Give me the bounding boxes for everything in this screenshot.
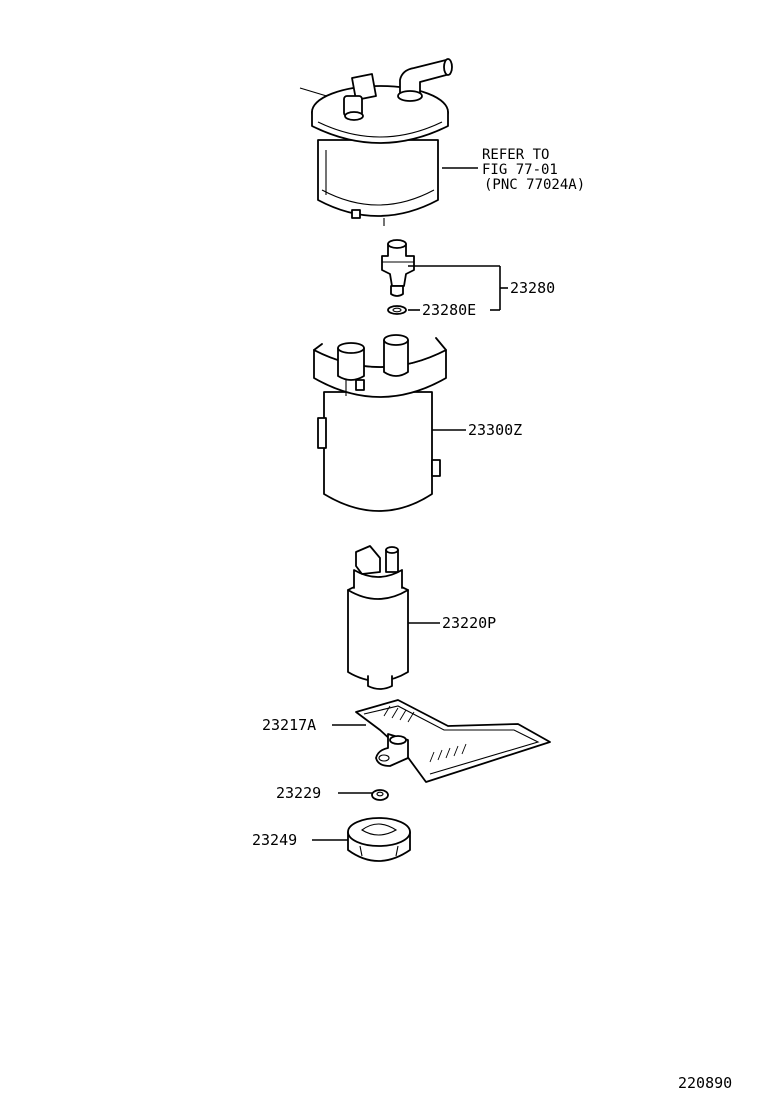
fuel-pump-drawing [347, 545, 409, 690]
refer-note-line-3: (PNC 77024A) [484, 177, 585, 193]
part-label-23249: 23249 [252, 831, 297, 849]
cushion-drawing [347, 817, 411, 862]
part-label-23220P: 23220P [442, 614, 496, 632]
part-label-23300Z: 23300Z [468, 421, 522, 439]
pressure-regulator-drawing [381, 239, 415, 297]
part-label-23217A: 23217A [262, 716, 316, 734]
fuel-filter-drawing [313, 334, 447, 512]
o-ring-drawing [387, 305, 407, 315]
strainer-drawing [355, 699, 551, 783]
part-label-23280E: 23280E [422, 301, 476, 319]
leader-lines [312, 167, 508, 841]
figure-number: 220890 [678, 1074, 732, 1092]
part-label-23229: 23229 [276, 784, 321, 802]
retainer-drawing [371, 789, 389, 801]
refer-note-line-2: FIG 77-01 [482, 162, 558, 178]
filter-housing-drawing [299, 58, 453, 226]
refer-note-line-1: REFER TO [482, 147, 549, 163]
part-label-23280: 23280 [510, 279, 555, 297]
